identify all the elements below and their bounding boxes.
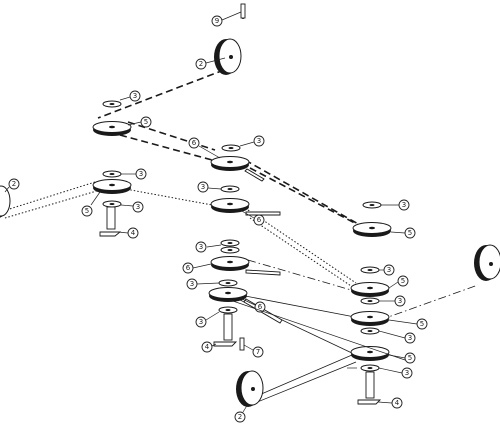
callout-label: 4 [117,227,139,239]
svg-text:6: 6 [257,216,262,224]
svg-text:5: 5 [408,229,412,237]
svg-text:3: 3 [199,243,203,251]
callout-label: 2 [195,57,226,70]
callout-label: 3 [195,311,220,328]
top-anchor-pin [240,3,246,19]
pulley-i [350,311,390,326]
callout-label: 3 [381,199,410,211]
callout-label: 5 [81,191,101,217]
svg-text:9: 9 [215,17,219,25]
svg-text:6: 6 [192,139,197,147]
svg-text:3: 3 [136,203,140,211]
vertical-pulley-right [474,244,500,281]
callout-label: 3 [119,90,141,102]
callout-label: 3 [120,201,144,213]
washers [102,100,382,372]
svg-text:5: 5 [85,207,89,215]
svg-text:3: 3 [190,280,194,288]
svg-text:2: 2 [238,413,242,421]
horizontal-pulleys [92,121,392,361]
callout-label: 3 [378,367,413,379]
callout-label: 3 [197,181,222,193]
svg-text:5: 5 [401,277,405,285]
pulley-a [92,121,132,136]
callout-label: 5 [229,299,406,361]
callout-label: 7 [243,344,264,358]
callout-label: 4 [377,397,403,409]
pulley-b [210,156,265,182]
svg-text:4: 4 [205,343,210,351]
pulley-e [352,222,392,237]
callout-label: 3 [379,295,406,307]
callout-label: 5 [388,352,416,364]
callout-label: 3 [379,264,395,276]
svg-text:5: 5 [408,354,412,362]
svg-text:5: 5 [144,118,148,126]
callout-labels: 2 9 3 5 6 3 2 3 5 3 4 3 6 3 5 3 6 3 3 5 … [4,11,428,423]
svg-text:6: 6 [258,303,263,311]
svg-text:5: 5 [420,320,424,328]
svg-text:3: 3 [201,183,205,191]
svg-text:3: 3 [133,92,137,100]
svg-text:3: 3 [408,334,412,342]
callout-label: 3 [378,330,416,344]
callout-label: 4 [201,341,217,353]
pulley-d [210,198,281,216]
vertical-pulley-left [0,185,11,218]
post-bracket-left [99,206,122,237]
post-bracket-middle [213,313,238,347]
svg-text:3: 3 [257,137,261,145]
svg-text:6: 6 [186,264,191,272]
callout-label: 6 [188,137,221,159]
svg-text:4: 4 [131,229,136,237]
svg-text:3: 3 [402,201,406,209]
pulley-g [350,282,390,297]
svg-text:2: 2 [12,180,16,188]
pulley-f [210,256,281,276]
callout-label: 3 [121,168,147,180]
callout-label: 3 [186,278,220,290]
callout-label: 6 [239,209,265,226]
callout-label: 2 [234,403,249,423]
callout-label: 5 [388,318,428,330]
post-bracket-right [357,371,382,405]
svg-text:3: 3 [139,170,143,178]
pulley-j [350,346,390,361]
vertical-pulley-top [214,38,242,75]
svg-text:3: 3 [199,318,203,326]
callout-label: 3 [239,135,265,147]
pulley-c [92,179,132,194]
callout-label: 3 [195,241,222,253]
svg-text:7: 7 [256,348,260,356]
svg-text:2: 2 [199,60,203,68]
callout-label: 2 [4,178,20,193]
vertical-pulley-bottom [236,370,264,407]
small-pin-7 [239,337,245,351]
svg-text:4: 4 [395,399,400,407]
svg-text:3: 3 [398,297,402,305]
callout-label: 9 [211,11,242,27]
svg-text:3: 3 [387,266,391,274]
callout-label: 5 [390,227,416,239]
callout-label: 5 [127,116,152,128]
callout-label: 5 [388,275,409,289]
callout-label: 6 [182,262,212,274]
svg-text:3: 3 [405,369,409,377]
